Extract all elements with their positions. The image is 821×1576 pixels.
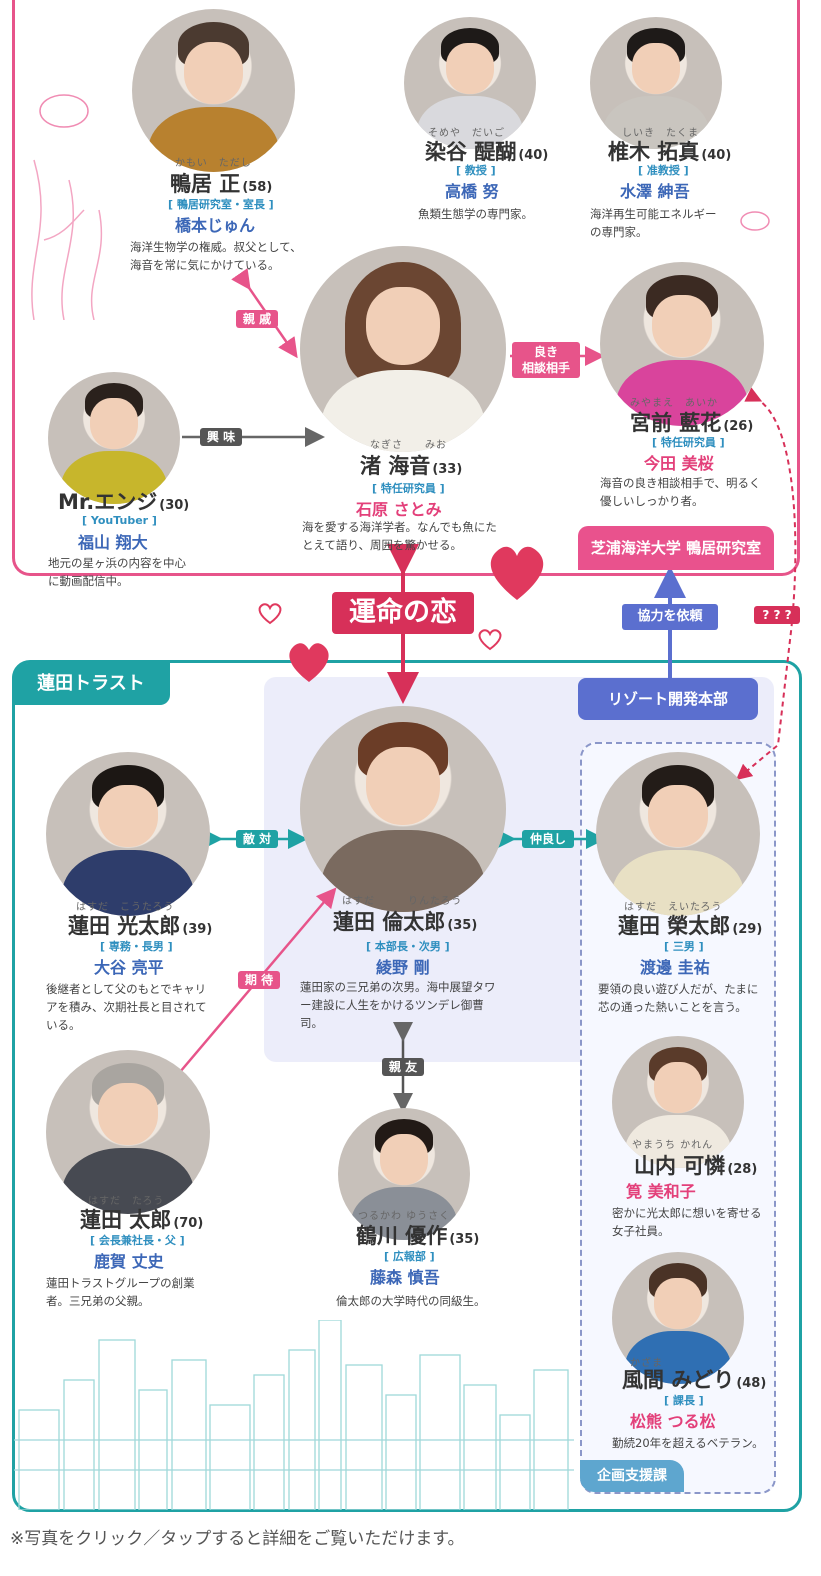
someya-ruby: そめや だいご — [428, 128, 505, 139]
yamauchi-photo[interactable] — [612, 1036, 744, 1168]
kamoi-desc: 海洋生物学の権威。叔父として、海音を常に気にかけている。 — [130, 240, 302, 272]
resort-dept-label: リゾート開発本部 — [578, 678, 758, 720]
ezi-actor: 福山 翔大 — [78, 533, 148, 552]
tsurukawa-ruby: つるかわ ゆうさく — [358, 1211, 451, 1222]
relation-kinship: 親 戚 — [236, 310, 278, 328]
shiiki-ruby: しいき たくま — [622, 128, 699, 139]
kazama-ruby: かざま — [630, 1358, 663, 1369]
relation-unknown: ? ? ? — [754, 606, 800, 624]
miyamae-actor: 今田 美桜 — [644, 454, 714, 473]
relation-rival: 敵 対 — [236, 830, 278, 848]
kamoi-name: 鴨居 正(58) — [170, 172, 273, 196]
ezi-role: [ YouTuber ] — [82, 514, 157, 527]
rintaro-role: [ 本部長・次男 ] — [366, 940, 450, 953]
someya-photo[interactable] — [404, 17, 536, 149]
yamauchi-actor: 筧 美和子 — [626, 1182, 696, 1201]
seaweed-illustration — [31, 159, 103, 320]
nagisa-actor: 石原 さとみ — [356, 500, 442, 519]
eitaro-ruby: はすだ えいたろう — [624, 902, 723, 913]
kamoi-role: [ 鴨居研究室・室長 ] — [168, 198, 274, 211]
kotaro-photo[interactable] — [46, 752, 210, 916]
nagisa-photo[interactable] — [300, 246, 506, 452]
taro-ruby: はすだ たろう — [88, 1196, 165, 1207]
kazama-desc: 勤続20年を超えるベテラン。 — [612, 1436, 764, 1450]
city-skyline-illustration — [14, 1320, 574, 1510]
miyamae-ruby: みやまえ あいか — [630, 398, 718, 409]
taro-desc: 蓮田トラストグループの創業者。三兄弟の父親。 — [46, 1276, 195, 1308]
shiiki-photo[interactable] — [590, 17, 722, 149]
miyamae-photo[interactable] — [600, 262, 764, 426]
someya-desc: 魚類生態学の専門家。 — [418, 207, 533, 221]
kazama-actor: 松熊 つる松 — [630, 1412, 716, 1431]
nagisa-ruby: なぎさ みお — [370, 440, 447, 451]
eitaro-photo[interactable] — [596, 752, 760, 916]
relation-bestfriend: 親 友 — [382, 1058, 424, 1076]
tsurukawa-desc: 倫太郎の大学時代の同級生。 — [336, 1294, 486, 1308]
yamauchi-desc: 密かに光太郎に想いを寄せる女子社員。 — [612, 1206, 762, 1238]
miyamae-name: 宮前 藍花(26) — [630, 411, 754, 435]
nagisa-role: [ 特任研究員 ] — [372, 482, 445, 495]
relation-advice: 良き 相談相手 — [512, 342, 580, 378]
kazama-role: [ 課長 ] — [664, 1394, 704, 1407]
shiiki-name: 椎木 拓真(40) — [608, 140, 732, 164]
heart-large-icon — [490, 546, 544, 600]
kotaro-actor: 大谷 亮平 — [94, 958, 164, 977]
relation-fate: 運命の恋 — [332, 592, 474, 634]
yamauchi-name: 山内 可憐(28) — [634, 1154, 758, 1178]
heart-medium-icon — [289, 643, 329, 682]
kazama-name: 風間 みどり(48) — [622, 1368, 767, 1392]
tsurukawa-photo[interactable] — [338, 1108, 470, 1240]
shiiki-desc: 海洋再生可能エネルギーの専門家。 — [590, 207, 717, 239]
planning-label: 企画支援課 — [580, 1460, 684, 1492]
relation-interest: 興 味 — [200, 428, 242, 446]
kotaro-name: 蓮田 光太郎(39) — [68, 914, 213, 938]
relation-expectation: 期 待 — [238, 971, 280, 989]
eitaro-desc: 要領の良い遊び人だが、たまに芯の通った熱いことを言う。 — [598, 982, 759, 1014]
tsurukawa-name: 鶴川 優作(35) — [356, 1224, 480, 1248]
ezi-name: Mr.エンジ(30) — [58, 490, 190, 514]
heart-outline-icon — [478, 629, 502, 651]
heart-outline-icon — [258, 603, 282, 625]
kazama-photo[interactable] — [612, 1252, 744, 1384]
taro-name: 蓮田 太郎(70) — [80, 1208, 204, 1232]
pufferfish-illustration — [39, 94, 89, 128]
kamoi-ruby: かもい ただし — [175, 158, 252, 169]
rintaro-name: 蓮田 倫太郎(35) — [333, 910, 478, 934]
trust-label: 蓮田トラスト — [12, 663, 170, 705]
nagisa-name: 渚 海音(33) — [360, 454, 463, 478]
miyamae-role: [ 特任研究員 ] — [652, 436, 725, 449]
shiiki-role: [ 准教授 ] — [638, 164, 689, 177]
relation-cooperation: 協力を依頼 — [622, 604, 718, 630]
rintaro-ruby: はすだ りんたろう — [342, 896, 463, 907]
rintaro-desc: 蓮田家の三兄弟の次男。海中展望タワー建設に人生をかけるツンデレ御曹司。 — [300, 980, 496, 1030]
crab-illustration — [740, 211, 770, 231]
ezi-photo[interactable] — [48, 372, 180, 504]
footer-note: ※写真をクリック／タップすると詳細をご覧いただけます。 — [10, 1529, 465, 1549]
taro-role: [ 会長兼社長・父 ] — [90, 1234, 185, 1247]
kamoi-photo[interactable] — [132, 9, 295, 172]
rintaro-photo[interactable] — [300, 706, 506, 912]
taro-actor: 鹿賀 丈史 — [94, 1252, 164, 1271]
tsurukawa-actor: 藤森 慎吾 — [370, 1268, 440, 1287]
university-label: 芝浦海洋大学 鴨居研究室 — [578, 526, 774, 570]
kotaro-desc: 後継者として父のもとでキャリアを積み、次期社長と目されている。 — [46, 982, 207, 1032]
someya-actor: 高橋 努 — [445, 182, 499, 201]
taro-photo[interactable] — [46, 1050, 210, 1214]
tsurukawa-role: [ 広報部 ] — [384, 1250, 435, 1263]
eitaro-actor: 渡邊 圭祐 — [640, 958, 710, 977]
someya-name: 染谷 醍醐(40) — [425, 140, 549, 164]
yamauchi-ruby: やまうち かれん — [632, 1140, 714, 1151]
ezi-desc: 地元の星ヶ浜の内容を中心に動画配信中。 — [48, 556, 186, 588]
miyamae-desc: 海音の良き相談相手で、明るく優しいしっかり者。 — [600, 476, 761, 508]
relation-friendly: 仲良し — [522, 830, 574, 848]
kamoi-actor: 橋本じゅん — [175, 216, 256, 235]
eitaro-role: [ 三男 ] — [664, 940, 704, 953]
eitaro-name: 蓮田 榮太郎(29) — [618, 914, 763, 938]
rintaro-actor: 綾野 剛 — [376, 958, 430, 977]
nagisa-desc: 海を愛する海洋学者。なんでも魚にたとえて語り、周囲を驚かせる。 — [302, 520, 497, 552]
kotaro-ruby: はすだ こうたろう — [76, 902, 175, 913]
someya-role: [ 教授 ] — [456, 164, 496, 177]
shiiki-actor: 水澤 紳吾 — [620, 182, 690, 201]
kotaro-role: [ 専務・長男 ] — [100, 940, 173, 953]
